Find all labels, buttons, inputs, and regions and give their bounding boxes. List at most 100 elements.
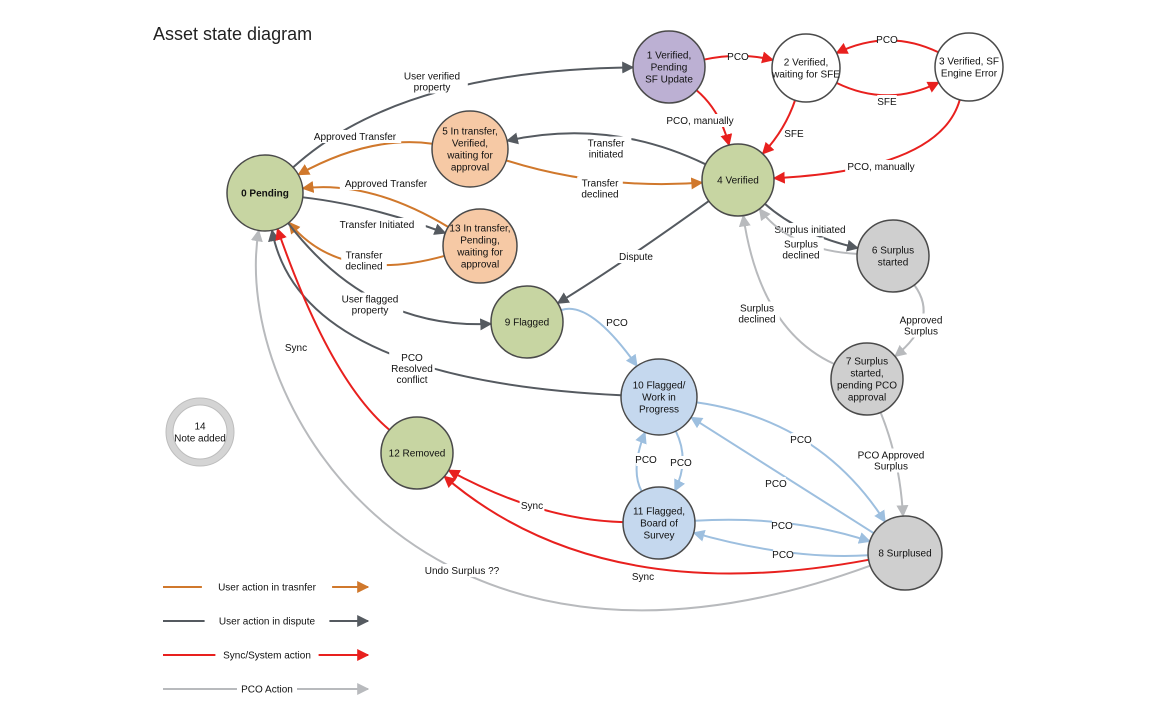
edge-line bbox=[443, 475, 869, 575]
node-label: 8 Surplused bbox=[878, 549, 931, 560]
edge-label-bg bbox=[772, 519, 792, 532]
legend-label-bg bbox=[215, 648, 319, 661]
edge-label: Surplus bbox=[904, 327, 938, 338]
edge-n10-to-n11: PCO bbox=[670, 430, 692, 492]
edge-n4-to-n9: Dispute bbox=[556, 200, 710, 305]
edge-label: Surplus bbox=[784, 240, 818, 251]
node-label: waiting for bbox=[456, 248, 503, 259]
node-circle bbox=[622, 486, 696, 560]
edge-label: Dispute bbox=[619, 252, 653, 263]
node-label: approval bbox=[461, 260, 499, 271]
edge-n10-to-n8: PCO bbox=[696, 401, 886, 523]
edge-line bbox=[275, 227, 391, 431]
diagram-title: Asset state diagram bbox=[153, 24, 312, 44]
edge-label: SFE bbox=[877, 97, 897, 108]
edge-label-bg bbox=[636, 453, 656, 466]
node-label: 3 Verified, SF bbox=[939, 57, 999, 68]
node-circle bbox=[431, 110, 509, 188]
node-label: approval bbox=[848, 393, 886, 404]
node-label: Work in bbox=[642, 393, 676, 404]
edge-label-bg bbox=[784, 127, 804, 140]
edge-label-bg bbox=[308, 130, 402, 143]
legend-item-sync: Sync/System action bbox=[163, 648, 370, 662]
edge-line bbox=[761, 99, 797, 155]
edge-line bbox=[268, 229, 622, 397]
edge-label: Transfer bbox=[588, 139, 626, 150]
edge-label: PCO bbox=[772, 550, 794, 561]
edge-label: Sync bbox=[521, 501, 543, 512]
edge-label-bg bbox=[580, 136, 632, 161]
state-node-13[interactable]: 13 In transfer,Pending,waiting forapprov… bbox=[442, 208, 518, 284]
edge-n0-to-n13: Transfer Initiated bbox=[302, 196, 447, 235]
edge-label-bg bbox=[421, 564, 503, 577]
edge-label-bg bbox=[630, 570, 656, 583]
node-label: 10 Flagged/ bbox=[633, 381, 686, 392]
node-label: 5 In transfer, bbox=[442, 127, 498, 138]
node-label: approval bbox=[451, 163, 489, 174]
state-node-4[interactable]: 4 Verified bbox=[701, 143, 775, 217]
legend-item-transfer: User action in trasnfer bbox=[163, 580, 370, 594]
edge-line bbox=[250, 229, 871, 612]
node-label: 9 Flagged bbox=[505, 318, 549, 329]
state-node-8[interactable]: 8 Surplused bbox=[867, 515, 943, 591]
edge-label-bg bbox=[845, 160, 917, 173]
node-label: SF Update bbox=[645, 75, 693, 86]
node-label: 13 In transfer, bbox=[449, 224, 510, 235]
edge-n8-to-n0: Undo Surplus ?? bbox=[250, 229, 871, 612]
edge-label-bg bbox=[671, 456, 691, 469]
edge-label-bg bbox=[766, 477, 786, 490]
edge-label-bg bbox=[615, 250, 657, 263]
state-node-9[interactable]: 9 Flagged bbox=[490, 285, 564, 359]
edge-line bbox=[560, 307, 638, 368]
node-circle bbox=[226, 154, 304, 232]
edge-line bbox=[690, 416, 875, 535]
legend-label-bg bbox=[201, 580, 333, 593]
legend-label-bg bbox=[204, 614, 330, 627]
edge-label: PCO bbox=[401, 353, 423, 364]
edge-label: declined bbox=[738, 315, 775, 326]
edge-label: Surplus bbox=[874, 462, 908, 473]
edge-line bbox=[696, 401, 886, 523]
node-circle bbox=[620, 358, 698, 436]
node-label: pending PCO bbox=[837, 381, 897, 392]
state-node-2[interactable]: 2 Verified,waiting for SFE bbox=[771, 33, 841, 103]
state-node-0[interactable]: 0 Pending bbox=[226, 154, 304, 232]
edge-n13-to-n0: Approved Transfer bbox=[301, 177, 449, 228]
edge-n1-to-n2: PCO bbox=[704, 50, 775, 64]
legend-label-bg bbox=[237, 682, 297, 695]
edge-label-bg bbox=[791, 433, 811, 446]
edge-n2-to-n3: SFE bbox=[836, 81, 940, 108]
edge-label-bg bbox=[857, 448, 925, 473]
node-label: started, bbox=[850, 369, 883, 380]
edge-label: Surplus bbox=[740, 304, 774, 315]
edge-label: PCO bbox=[771, 521, 793, 532]
edge-label-bg bbox=[336, 292, 404, 317]
node-label: 0 Pending bbox=[241, 189, 289, 200]
edge-label: PCO bbox=[727, 52, 749, 63]
edge-label-bg bbox=[728, 50, 748, 63]
edge-n11-to-n8: PCO bbox=[694, 518, 872, 544]
edge-n3-to-n4: PCO, manually bbox=[772, 99, 961, 184]
edge-label: Approved Transfer bbox=[345, 179, 428, 190]
node-label: Progress bbox=[639, 405, 679, 416]
state-node-5[interactable]: 5 In transfer,Verified,waiting forapprov… bbox=[431, 110, 509, 188]
edge-line bbox=[292, 61, 635, 169]
edge-n9-to-n10: PCO bbox=[560, 307, 638, 368]
node-circle bbox=[867, 515, 943, 591]
edge-label-bg bbox=[734, 301, 780, 326]
edge-line bbox=[772, 99, 961, 184]
node-label: 14 bbox=[194, 422, 206, 433]
state-node-12[interactable]: 12 Removed bbox=[380, 416, 454, 490]
edge-label: Surplus initiated bbox=[774, 225, 845, 236]
edge-label: User verified bbox=[404, 72, 460, 83]
